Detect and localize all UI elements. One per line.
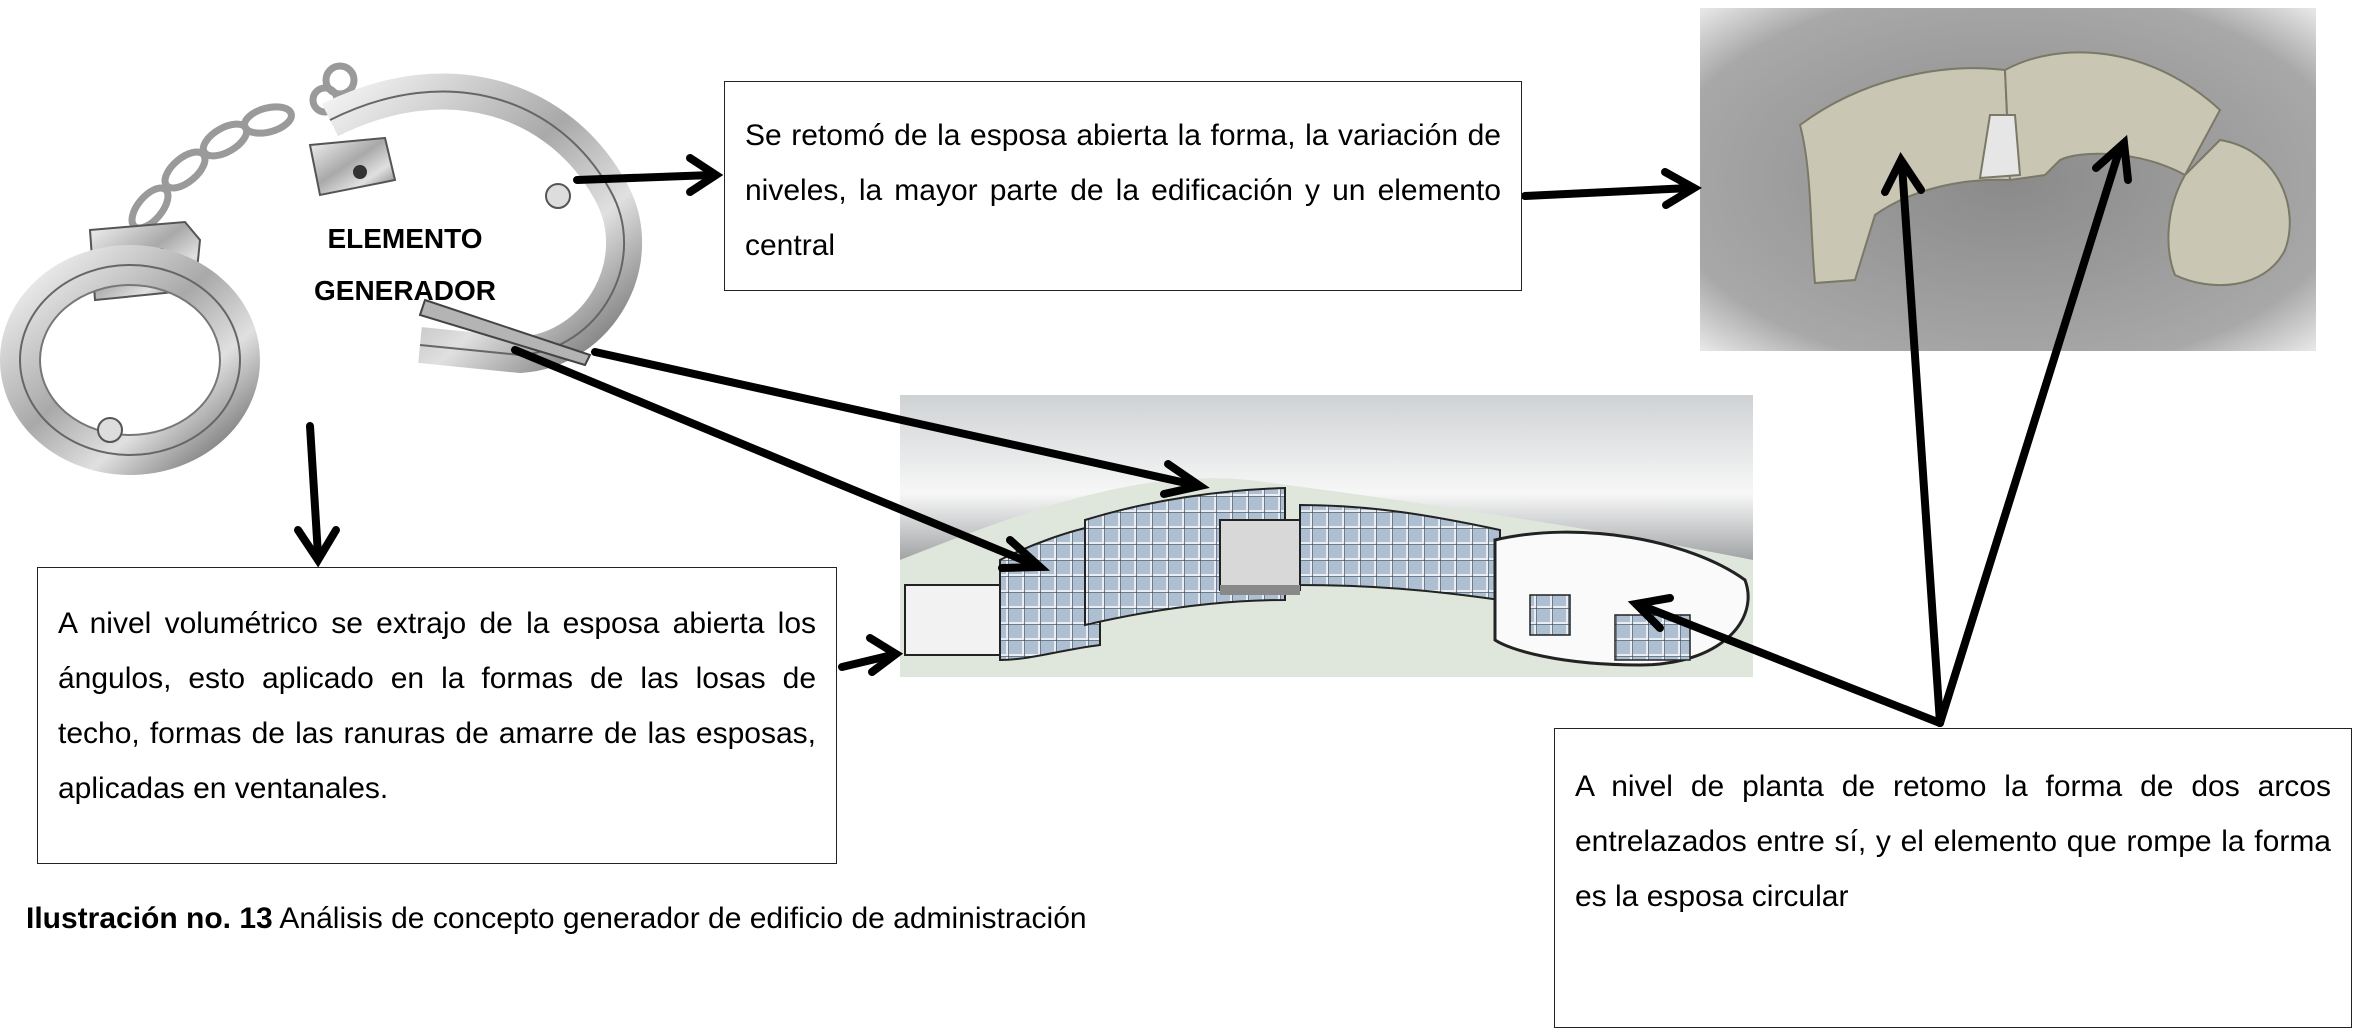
generator-label: ELEMENTO GENERADOR: [290, 213, 520, 317]
generator-label-line2: GENERADOR: [313, 275, 496, 306]
figure-caption-number: Ilustración no. 13: [26, 902, 273, 935]
handcuffs-image: [0, 62, 643, 475]
description-box-form-text: Se retomó de la esposa abierta la forma,…: [745, 119, 1501, 262]
description-box-plan: A nivel de planta de retomo la forma de …: [1554, 728, 2352, 1028]
description-box-form: Se retomó de la esposa abierta la forma,…: [724, 81, 1522, 291]
plan-view-image: [1700, 8, 2316, 351]
figure-caption-text: Análisis de concepto generador de edific…: [272, 902, 1087, 935]
figure-caption: Ilustración no. 13 Análisis de concepto …: [26, 902, 1087, 936]
building-render-image: [900, 395, 1753, 677]
description-box-volumetric: A nivel volumétrico se extrajo de la esp…: [37, 567, 837, 864]
description-box-plan-text: A nivel de planta de retomo la forma de …: [1575, 770, 2331, 913]
connector-arrows: [294, 134, 2132, 727]
generator-label-line1: ELEMENTO: [327, 223, 483, 254]
description-box-volumetric-text: A nivel volumétrico se extrajo de la esp…: [58, 607, 816, 805]
